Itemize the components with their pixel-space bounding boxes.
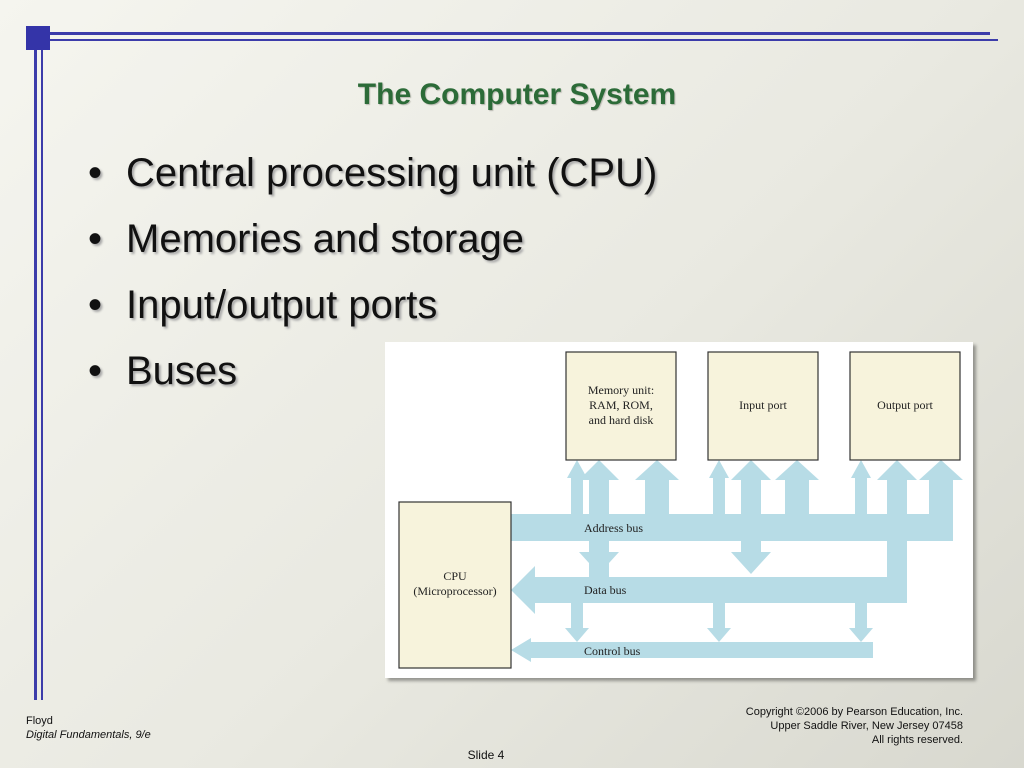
decorative-square [26, 26, 50, 50]
input-data-arrow [731, 460, 771, 574]
bullet-marker: • [88, 151, 103, 195]
memory-control-arrow [565, 614, 589, 642]
bullet-text: Central processing unit (CPU) [126, 151, 658, 195]
bullet-item-memories: • Memories and storage [88, 206, 657, 272]
copyright-line-1: Copyright ©2006 by Pearson Education, In… [745, 706, 963, 718]
slide-title: The Computer System [357, 78, 677, 111]
bus-arrows [511, 460, 963, 662]
bullet-text: Buses [126, 349, 238, 393]
decorative-vertical-line-thin [41, 50, 43, 700]
component-labels: Memory unit: RAM, ROM, and hard disk Inp… [413, 383, 933, 598]
computer-system-diagram: Memory unit: RAM, ROM, and hard disk Inp… [385, 342, 973, 678]
input-control-arrow [707, 614, 731, 642]
bullet-marker: • [88, 349, 103, 393]
cpu-label-line-1: CPU [443, 569, 467, 583]
bullet-marker: • [88, 283, 103, 327]
copyright-line-3: All rights reserved. [871, 734, 963, 746]
bullet-item-buses: • Buses [88, 338, 657, 404]
decorative-horizontal-line-thin [50, 39, 998, 41]
input-address-arrow-2 [775, 460, 819, 514]
input-port-box [707, 351, 819, 461]
bullet-list: • Central processing unit (CPU) • Memories… [88, 140, 657, 404]
bullet-text: Memories and storage [126, 217, 524, 261]
bullet-item-io-ports: • Input/output ports [88, 272, 657, 338]
control-bus-arrow [511, 638, 873, 662]
data-bus-arrow [511, 566, 907, 614]
bullet-text: Input/output ports [126, 283, 438, 327]
copyright-line-2: Upper Saddle River, New Jersey 07458 [770, 720, 963, 732]
footer-copyright-block: Copyright ©2006 by Pearson Education, In… [746, 705, 963, 747]
memory-address-arrow-2 [635, 460, 679, 514]
input-address-arrow [709, 460, 729, 514]
bullet-marker: • [88, 217, 103, 261]
memory-data-stem [589, 541, 609, 577]
output-address-arrow [851, 460, 871, 514]
bullet-item-cpu: • Central processing unit (CPU) [88, 140, 657, 206]
output-control-arrow [849, 614, 873, 642]
slide-number: Slide 4 [467, 748, 505, 762]
cpu-label-line-2: (Microprocessor) [413, 584, 496, 598]
component-boxes [398, 351, 961, 669]
input-control-stem [713, 603, 725, 615]
memory-unit-label-line-1: Memory unit: [588, 383, 654, 397]
output-port-box [849, 351, 961, 461]
address-bus-bar [511, 514, 953, 541]
cpu-box [398, 501, 512, 669]
memory-address-arrow [567, 460, 587, 514]
memory-unit-box [565, 351, 677, 461]
footer-author: Floyd [26, 715, 53, 727]
data-bus-label: Data bus [584, 583, 627, 597]
output-control-stem [855, 603, 867, 615]
footer-author-block: Floyd Digital Fundamentals, 9/e [26, 714, 151, 742]
memory-unit-label-line-3: and hard disk [589, 413, 654, 427]
control-bus-label: Control bus [584, 644, 641, 658]
address-bus-label: Address bus [584, 521, 643, 535]
footer-book-title: Digital Fundamentals, 9/e [26, 729, 151, 741]
output-address-arrow-2 [919, 460, 963, 514]
memory-control-stem [571, 603, 583, 615]
decorative-horizontal-line [50, 32, 990, 35]
input-port-label: Input port [739, 398, 787, 412]
output-data-arrow [877, 460, 917, 578]
bus-labels: Address bus Data bus Control bus [584, 521, 643, 658]
memory-unit-label-line-2: RAM, ROM, [589, 398, 653, 412]
output-port-label: Output port [877, 398, 933, 412]
decorative-vertical-line [34, 50, 37, 700]
